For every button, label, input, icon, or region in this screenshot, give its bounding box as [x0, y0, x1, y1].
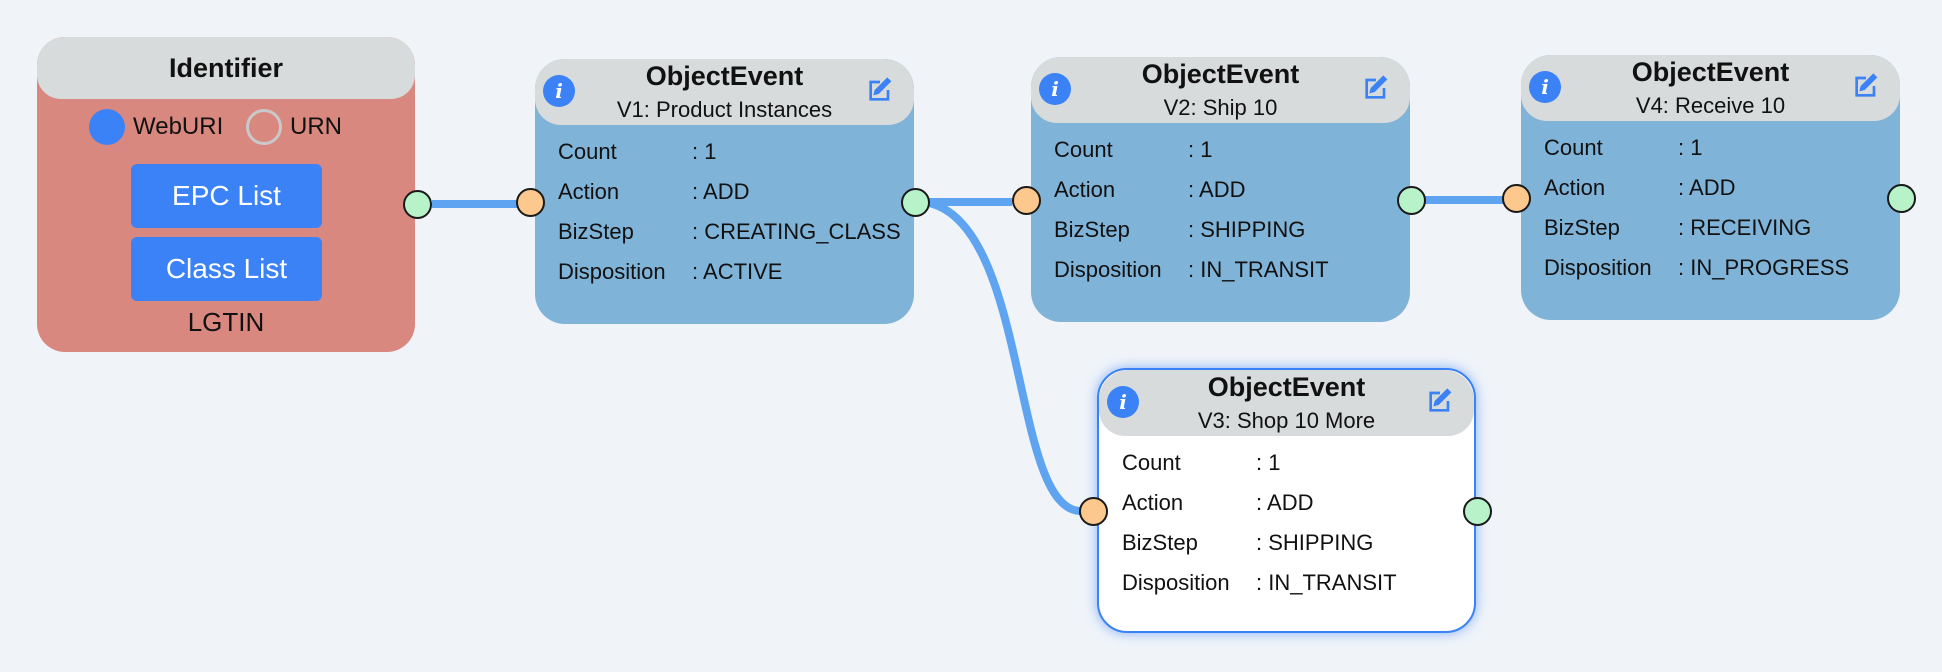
property-row-action: Action ADD — [1054, 177, 1410, 217]
event-properties: Count 1 Action ADD BizStep CREATING_CLASS D… — [558, 139, 914, 299]
property-value: IN_TRANSIT — [1188, 257, 1328, 283]
event-properties: Count 1 Action ADD BizStep SHIPPING Disposi… — [1054, 137, 1410, 297]
property-row-disposition: Disposition IN_TRANSIT — [1054, 257, 1410, 297]
property-value: 1 — [1256, 450, 1280, 476]
event-type-title: ObjectEvent — [645, 61, 804, 91]
v2-output-handle[interactable] — [1397, 186, 1426, 215]
event-node-header: i ObjectEvent V4: Receive 10 — [1521, 55, 1900, 121]
property-value: 1 — [1678, 135, 1702, 161]
property-row-action: Action ADD — [1122, 490, 1474, 530]
identifier-output-handle[interactable] — [403, 190, 432, 219]
property-value: 1 — [692, 139, 716, 165]
property-value: SHIPPING — [1188, 217, 1305, 243]
property-value: CREATING_CLASS — [692, 219, 900, 245]
property-row-count: Count 1 — [1544, 135, 1900, 175]
v3-output-handle[interactable] — [1463, 497, 1492, 526]
property-key: BizStep — [558, 219, 634, 244]
event-node-header: i ObjectEvent V2: Ship 10 — [1031, 57, 1410, 123]
property-key: Disposition — [1054, 257, 1162, 282]
property-key: BizStep — [1054, 217, 1130, 242]
class-list-button[interactable]: Class List — [131, 237, 322, 301]
property-row-count: Count 1 — [1054, 137, 1410, 177]
property-value: ADD — [1188, 177, 1245, 203]
identifier-format-radio-group: WebURI URN — [37, 109, 415, 149]
property-key: Action — [1544, 175, 1606, 200]
property-value: IN_TRANSIT — [1256, 570, 1396, 596]
property-key: Action — [1122, 490, 1184, 515]
property-row-action: Action ADD — [1544, 175, 1900, 215]
property-key: Action — [558, 179, 620, 204]
property-value: ADD — [1256, 490, 1313, 516]
property-value: ACTIVE — [692, 259, 782, 285]
event-properties: Count 1 Action ADD BizStep RECEIVING Dispos… — [1544, 135, 1900, 295]
property-value: SHIPPING — [1256, 530, 1373, 556]
v2-input-handle[interactable] — [1012, 186, 1041, 215]
property-row-action: Action ADD — [558, 179, 914, 219]
radio-urn[interactable]: URN — [246, 109, 342, 145]
event-type-title: ObjectEvent — [1631, 57, 1790, 87]
property-value: RECEIVING — [1678, 215, 1811, 241]
info-icon[interactable]: i — [543, 75, 575, 107]
info-icon[interactable]: i — [1039, 73, 1071, 105]
property-row-count: Count 1 — [558, 139, 914, 179]
property-value: 1 — [1188, 137, 1212, 163]
radio-weburi-selected-icon — [89, 109, 125, 145]
event-node-header: i ObjectEvent V1: Product Instances — [535, 59, 914, 125]
property-row-disposition: Disposition IN_TRANSIT — [1122, 570, 1474, 610]
property-key: Count — [1544, 135, 1603, 160]
v1-output-handle[interactable] — [901, 188, 930, 217]
property-key: Count — [558, 139, 617, 164]
event-type-title: ObjectEvent — [1141, 59, 1300, 89]
event-node-v1[interactable]: i ObjectEvent V1: Product Instances Coun… — [535, 59, 914, 324]
property-key: Count — [1122, 450, 1181, 475]
info-icon[interactable]: i — [1107, 386, 1139, 418]
edit-icon[interactable] — [1850, 70, 1882, 102]
radio-weburi-label: WebURI — [133, 113, 224, 140]
event-name: V4: Receive 10 — [1635, 93, 1786, 118]
identifier-title: Identifier — [37, 37, 415, 99]
property-row-bizstep: BizStep CREATING_CLASS — [558, 219, 914, 259]
event-node-v4[interactable]: i ObjectEvent V4: Receive 10 Count 1 Acti… — [1521, 55, 1900, 320]
event-node-v2[interactable]: i ObjectEvent V2: Ship 10 Count1 ActionA… — [1031, 57, 1410, 322]
property-value: IN_PROGRESS — [1678, 255, 1849, 281]
epc-list-button[interactable]: EPC List — [131, 164, 322, 228]
identifier-node[interactable]: Identifier WebURI URN EPC List Class Lis… — [37, 37, 415, 352]
v4-input-handle[interactable] — [1502, 184, 1531, 213]
property-key: Disposition — [558, 259, 666, 284]
property-row-bizstep: BizStep RECEIVING — [1544, 215, 1900, 255]
property-row-bizstep: BizStep SHIPPING — [1054, 217, 1410, 257]
event-name: V1: Product Instances — [616, 97, 833, 122]
property-value: ADD — [1678, 175, 1735, 201]
property-key: Action — [1054, 177, 1116, 202]
radio-urn-label: URN — [290, 113, 342, 140]
property-key: BizStep — [1544, 215, 1620, 240]
radio-urn-unselected-icon — [246, 109, 282, 145]
property-key: Disposition — [1544, 255, 1652, 280]
v4-output-handle[interactable] — [1887, 184, 1916, 213]
property-row-disposition: Disposition IN_PROGRESS — [1544, 255, 1900, 295]
event-name: V3: Shop 10 More — [1197, 408, 1376, 433]
property-key: Count — [1054, 137, 1113, 162]
v1-input-handle[interactable] — [516, 188, 545, 217]
property-key: Disposition — [1122, 570, 1230, 595]
property-row-bizstep: BizStep SHIPPING — [1122, 530, 1474, 570]
v3-input-handle[interactable] — [1079, 497, 1108, 526]
event-properties: Count 1 Action ADD BizStep SHIPPING Disposi… — [1122, 450, 1474, 610]
property-value: ADD — [692, 179, 749, 205]
identifier-type-label: LGTIN — [187, 307, 265, 337]
info-icon[interactable]: i — [1529, 71, 1561, 103]
edit-icon[interactable] — [1360, 72, 1392, 104]
event-type-title: ObjectEvent — [1207, 372, 1366, 402]
event-node-header: i ObjectEvent V3: Shop 10 More — [1099, 370, 1474, 436]
event-name: V2: Ship 10 — [1163, 95, 1278, 120]
property-key: BizStep — [1122, 530, 1198, 555]
edit-icon[interactable] — [864, 74, 896, 106]
property-row-disposition: Disposition ACTIVE — [558, 259, 914, 299]
event-node-v3[interactable]: i ObjectEvent V3: Shop 10 More Count 1 Ac… — [1097, 368, 1476, 633]
edit-icon[interactable] — [1424, 385, 1456, 417]
property-row-count: Count 1 — [1122, 450, 1474, 490]
radio-weburi[interactable]: WebURI — [89, 109, 223, 145]
